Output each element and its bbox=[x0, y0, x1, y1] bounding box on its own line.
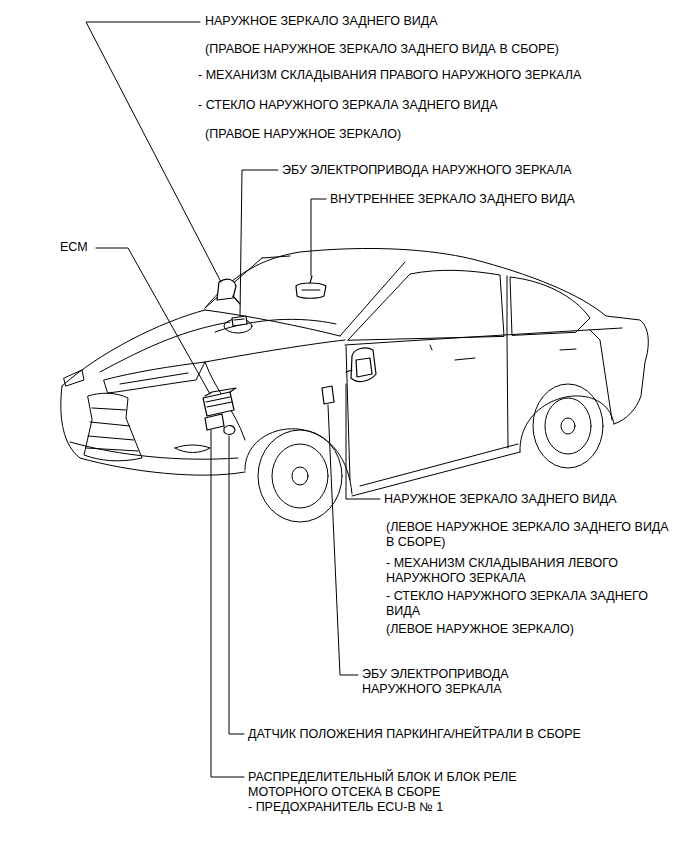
car-body bbox=[205, 310, 340, 336]
part-label: ЭБУ ЭЛЕКТРОПРИВОДА НАРУЖНОГО ЗЕРКАЛА bbox=[282, 163, 672, 178]
car-body bbox=[430, 345, 432, 350]
part-label: НАРУЖНОЕ ЗЕРКАЛО ЗАДНЕГО ВИДА bbox=[384, 492, 674, 507]
car-body bbox=[510, 277, 590, 335]
car-body bbox=[61, 248, 648, 496]
components bbox=[351, 348, 376, 381]
components bbox=[205, 388, 236, 407]
wheels bbox=[292, 467, 308, 485]
callout-group: РАСПРЕДЕЛИТЕЛЬНЫЙ БЛОК И БЛОК РЕЛЕ МОТОР… bbox=[248, 770, 568, 815]
part-label: (ЛЕВОЕ НАРУЖНОЕ ЗЕРКАЛО ЗАДНЕГО ВИДА В С… bbox=[384, 520, 674, 550]
part-label: РАСПРЕДЕЛИТЕЛЬНЫЙ БЛОК И БЛОК РЕЛЕ МОТОР… bbox=[248, 770, 568, 800]
part-label: - ПРЕДОХРАНИТЕЛЬ ECU-B № 1 bbox=[248, 800, 568, 815]
callout-group: ВНУТРЕННЕЕ ЗЕРКАЛО ЗАДНЕГО ВИДА bbox=[330, 192, 670, 207]
car-body bbox=[346, 346, 350, 480]
part-label: (ПРАВОЕ НАРУЖНОЕ ЗЕРКАЛО ЗАДНЕГО ВИДА В … bbox=[198, 42, 678, 57]
callout-group: ЭБУ ЭЛЕКТРОПРИВОДА НАРУЖНОГО ЗЕРКАЛА bbox=[362, 667, 552, 697]
leader-lines bbox=[96, 248, 210, 394]
car-body bbox=[262, 256, 405, 336]
wheels bbox=[533, 384, 603, 468]
car-body bbox=[70, 442, 238, 459]
part-label: ВНУТРЕННЕЕ ЗЕРКАЛО ЗАДНЕГО ВИДА bbox=[330, 192, 670, 207]
part-label: (ПРАВОЕ НАРУЖНОЕ ЗЕРКАЛО) bbox=[198, 127, 678, 142]
leader-lines bbox=[311, 199, 326, 276]
callout-group: НАРУЖНОЕ ЗЕРКАЛО ЗАДНЕГО ВИДА (ПРАВОЕ НАР… bbox=[198, 14, 678, 142]
wheels bbox=[272, 444, 328, 508]
car-body bbox=[507, 276, 508, 448]
callout-group: ДАТЧИК ПОЛОЖЕНИЯ ПАРКИНГА/НЕЙТРАЛИ В СБО… bbox=[248, 727, 668, 742]
components bbox=[224, 426, 235, 435]
car-body bbox=[455, 349, 576, 360]
components bbox=[296, 283, 326, 298]
part-label: - СТЕКЛО НАРУЖНОГО ЗЕРКАЛА ЗАДНЕГО ВИДА bbox=[384, 589, 674, 619]
car-body bbox=[590, 330, 612, 420]
callout-group: ЭБУ ЭЛЕКТРОПРИВОДА НАРУЖНОГО ЗЕРКАЛА bbox=[282, 163, 672, 178]
car-body bbox=[205, 258, 262, 308]
components bbox=[233, 296, 240, 304]
components bbox=[234, 319, 244, 320]
part-label: ЭБУ ЭЛЕКТРОПРИВОДА НАРУЖНОГО ЗЕРКАЛА bbox=[362, 667, 552, 697]
components bbox=[205, 414, 224, 430]
components bbox=[203, 276, 376, 434]
components bbox=[346, 370, 352, 372]
car-body bbox=[104, 362, 205, 393]
car-body bbox=[64, 370, 84, 386]
part-label: ECM bbox=[60, 240, 120, 255]
leader-lines bbox=[86, 22, 221, 282]
leader-lines bbox=[240, 170, 278, 316]
car-body bbox=[86, 408, 138, 451]
components bbox=[322, 386, 334, 404]
car-body bbox=[352, 452, 520, 496]
part-label: - МЕХАНИЗМ СКЛАДЫВАНИЯ ЛЕВОГО НАРУЖНОГО … bbox=[384, 556, 674, 586]
components bbox=[302, 289, 320, 290]
part-label: ДАТЧИК ПОЛОЖЕНИЯ ПАРКИНГА/НЕЙТРАЛИ В СБО… bbox=[248, 727, 668, 742]
wheels bbox=[545, 398, 591, 454]
part-label: - СТЕКЛО НАРУЖНОГО ЗЕРКАЛА ЗАДНЕГО ВИДА bbox=[198, 98, 678, 113]
callout-group: ECM bbox=[60, 240, 120, 255]
car-body bbox=[205, 340, 345, 362]
car-body bbox=[360, 444, 518, 486]
car-body bbox=[61, 386, 245, 475]
components bbox=[203, 392, 234, 416]
car-body bbox=[345, 328, 622, 345]
leader-lines bbox=[346, 384, 380, 499]
leader-lines bbox=[229, 436, 244, 734]
components bbox=[232, 316, 247, 326]
components bbox=[356, 358, 372, 377]
car-body bbox=[205, 248, 648, 424]
part-label: НАРУЖНОЕ ЗЕРКАЛО ЗАДНЕГО ВИДА bbox=[198, 14, 678, 29]
car-body bbox=[100, 322, 230, 372]
wheels bbox=[561, 418, 575, 434]
car-body bbox=[348, 270, 504, 340]
leader-lines bbox=[328, 405, 358, 675]
components bbox=[310, 276, 312, 283]
car-body bbox=[84, 393, 142, 461]
part-label: - МЕХАНИЗМ СКЛАДЫВАНИЯ ПРАВОГО НАРУЖНОГО… bbox=[198, 68, 678, 83]
leader-lines bbox=[211, 430, 244, 777]
car-body bbox=[175, 445, 210, 453]
part-label: (ЛЕВОЕ НАРУЖНОЕ ЗЕРКАЛО) bbox=[384, 622, 674, 637]
car-body bbox=[245, 429, 352, 494]
car-body bbox=[62, 310, 205, 386]
callout-group: НАРУЖНОЕ ЗЕРКАЛО ЗАДНЕГО ВИДА (ЛЕВОЕ НАРУ… bbox=[384, 492, 674, 637]
car-body bbox=[120, 373, 188, 384]
